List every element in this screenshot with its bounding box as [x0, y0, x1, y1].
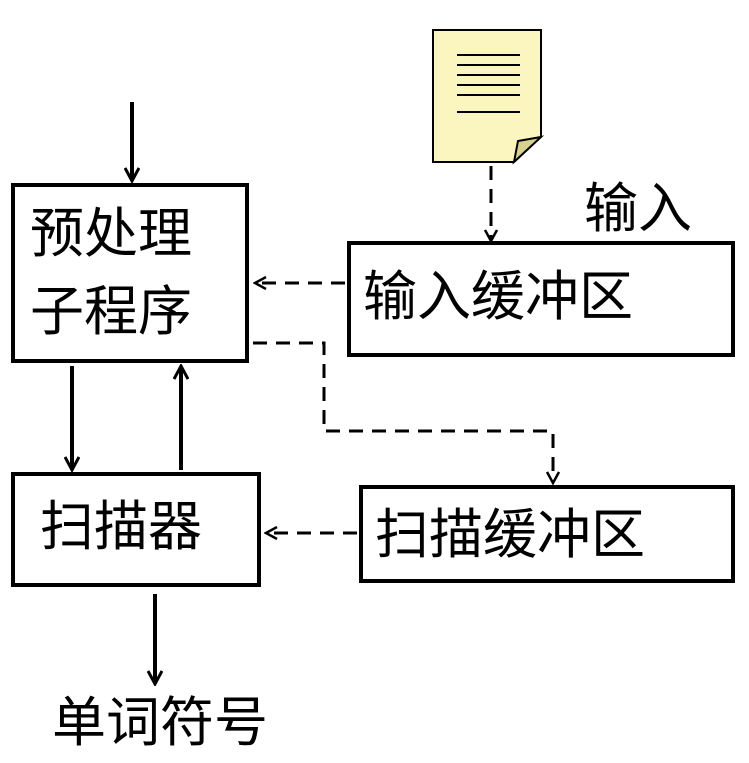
document-icon — [432, 29, 545, 165]
scan-buffer-label: 扫描缓冲区 — [375, 503, 645, 566]
input-label: 输入 — [584, 177, 692, 240]
scan-buffer-box: 扫描缓冲区 — [359, 485, 735, 583]
scanner-label: 扫描器 — [40, 495, 202, 558]
arrow-preprocessor-to-scan-buffer — [253, 341, 553, 482]
input-buffer-label: 输入缓冲区 — [363, 265, 633, 328]
preprocessor-label-line1: 预处理 — [30, 202, 192, 265]
preprocessor-label-line2: 子程序 — [30, 280, 192, 343]
document-fold — [512, 135, 545, 165]
scanner-box: 扫描器 — [11, 472, 261, 587]
input-buffer-box: 输入缓冲区 — [347, 241, 735, 357]
output-tokens-label: 单词符号 — [52, 691, 268, 754]
preprocessor-box: 预处理 子程序 — [11, 183, 249, 363]
